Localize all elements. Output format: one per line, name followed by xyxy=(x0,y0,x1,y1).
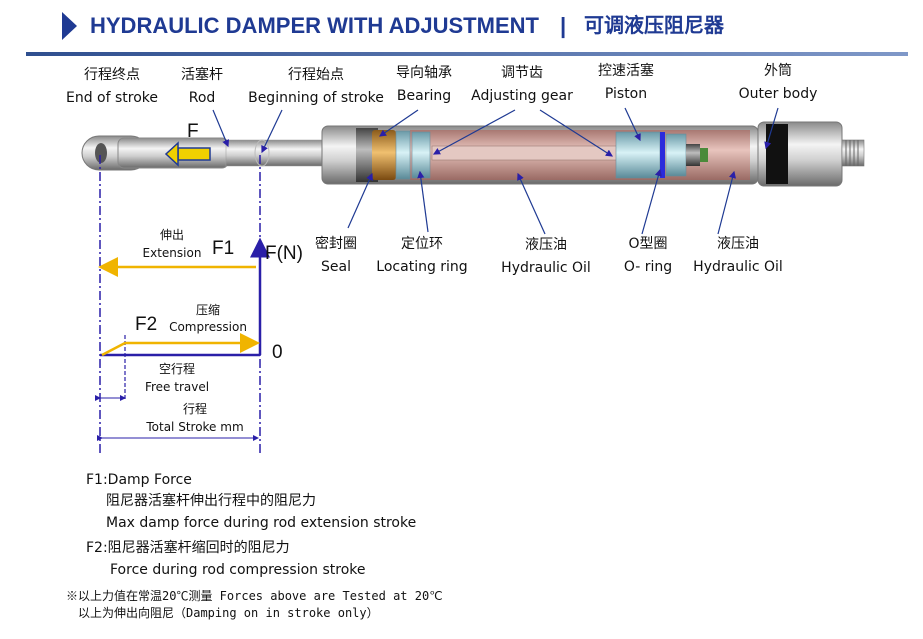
label-bearing-cn: 导向轴承 xyxy=(396,65,452,81)
label-rod-en: Rod xyxy=(188,90,216,106)
label-outer-body-cn: 外筒 xyxy=(764,63,792,79)
compression-cn: 压缩 xyxy=(195,303,221,317)
f-axis-label: F(N) xyxy=(265,243,303,264)
label-gear-en: Adjusting gear xyxy=(471,88,573,104)
label-beginning-en: Beginning of stroke xyxy=(248,90,384,106)
label-bearing-en: Bearing xyxy=(396,88,452,104)
label-oil-1-en: Hydraulic Oil xyxy=(501,260,591,276)
label-oring-en: O- ring xyxy=(623,259,673,275)
bearing xyxy=(372,130,396,180)
title-separator: | xyxy=(560,13,567,38)
f2-compression-arrow xyxy=(101,333,260,357)
label-seal-cn: 密封圈 xyxy=(315,236,357,252)
footnote-2: 以上为伸出向阻尼（Damping on in stroke only） xyxy=(78,606,379,620)
leader-seal xyxy=(347,172,373,229)
label-beginning-cn: 行程始点 xyxy=(288,67,344,83)
label-oring-cn: O型圈 xyxy=(628,236,668,252)
note-f2-en: Force during rod compression stroke xyxy=(110,562,366,578)
compression-en: Compression xyxy=(169,320,247,334)
label-outer-body-en: Outer body xyxy=(738,86,818,102)
label-oil-2-en: Hydraulic Oil xyxy=(693,259,783,275)
locating-ring xyxy=(411,131,431,179)
label-rod-cn: 活塞杆 xyxy=(181,67,223,83)
f2-label: F2 xyxy=(135,314,158,335)
free-travel-en: Free travel xyxy=(144,380,210,394)
total-stroke-cn: 行程 xyxy=(182,402,208,416)
adjusting-gear xyxy=(431,145,633,161)
label-oil-1-cn: 液压油 xyxy=(525,237,567,253)
piston xyxy=(615,131,661,179)
label-end-of-stroke-en: End of stroke xyxy=(65,90,159,106)
force-arrow-icon xyxy=(177,147,211,161)
title-en: HYDRAULIC DAMPER WITH ADJUSTMENT xyxy=(90,13,539,38)
force-diagram xyxy=(95,155,270,455)
leader-piston xyxy=(624,107,641,142)
label-gear-cn: 调节齿 xyxy=(501,65,543,81)
label-locating-cn: 定位环 xyxy=(401,236,443,252)
leader-locating xyxy=(417,170,429,233)
extension-en: Extension xyxy=(142,246,202,260)
label-seal-en: Seal xyxy=(321,259,351,275)
title-cn: 可调液压阻尼器 xyxy=(584,13,724,37)
zero-label: 0 xyxy=(272,342,283,363)
leader-gear-2 xyxy=(539,109,614,157)
f1-label: F1 xyxy=(212,238,235,259)
leader-gear-1 xyxy=(432,109,516,155)
note-f1-en: Max damp force during rod extension stro… xyxy=(106,515,417,531)
piston-rod xyxy=(225,139,329,167)
force-label: F xyxy=(187,121,199,142)
note-f2-title: F2:阻尼器活塞杆缩回时的阻尼力 xyxy=(86,540,290,556)
header-divider xyxy=(26,52,908,56)
extension-cn: 伸出 xyxy=(159,228,185,242)
free-travel-cn: 空行程 xyxy=(158,362,196,376)
label-piston-cn: 控速活塞 xyxy=(598,63,654,79)
leader-rod xyxy=(212,109,230,148)
leader-outer-body xyxy=(764,107,779,150)
note-f1-title: F1:Damp Force xyxy=(86,472,192,488)
header-chevron-icon xyxy=(62,12,77,40)
footnote-1: ※以上力值在常温20℃测量 Forces above are Tested at… xyxy=(66,589,443,603)
total-stroke-en: Total Stroke mm xyxy=(146,420,244,434)
leader-oil-2 xyxy=(717,170,736,235)
thread xyxy=(841,139,865,167)
leader-oil-1 xyxy=(517,172,546,235)
label-end-of-stroke-cn: 行程终点 xyxy=(84,67,140,83)
leader-beginning xyxy=(261,109,283,154)
o-ring xyxy=(660,132,665,178)
leader-oring xyxy=(641,168,662,235)
label-oil-2-cn: 液压油 xyxy=(717,236,759,252)
label-piston-en: Piston xyxy=(604,86,648,102)
note-f1-cn: 阻尼器活塞杆伸出行程中的阻尼力 xyxy=(106,493,316,509)
leader-bearing xyxy=(379,109,419,137)
label-locating-en: Locating ring xyxy=(376,259,468,275)
